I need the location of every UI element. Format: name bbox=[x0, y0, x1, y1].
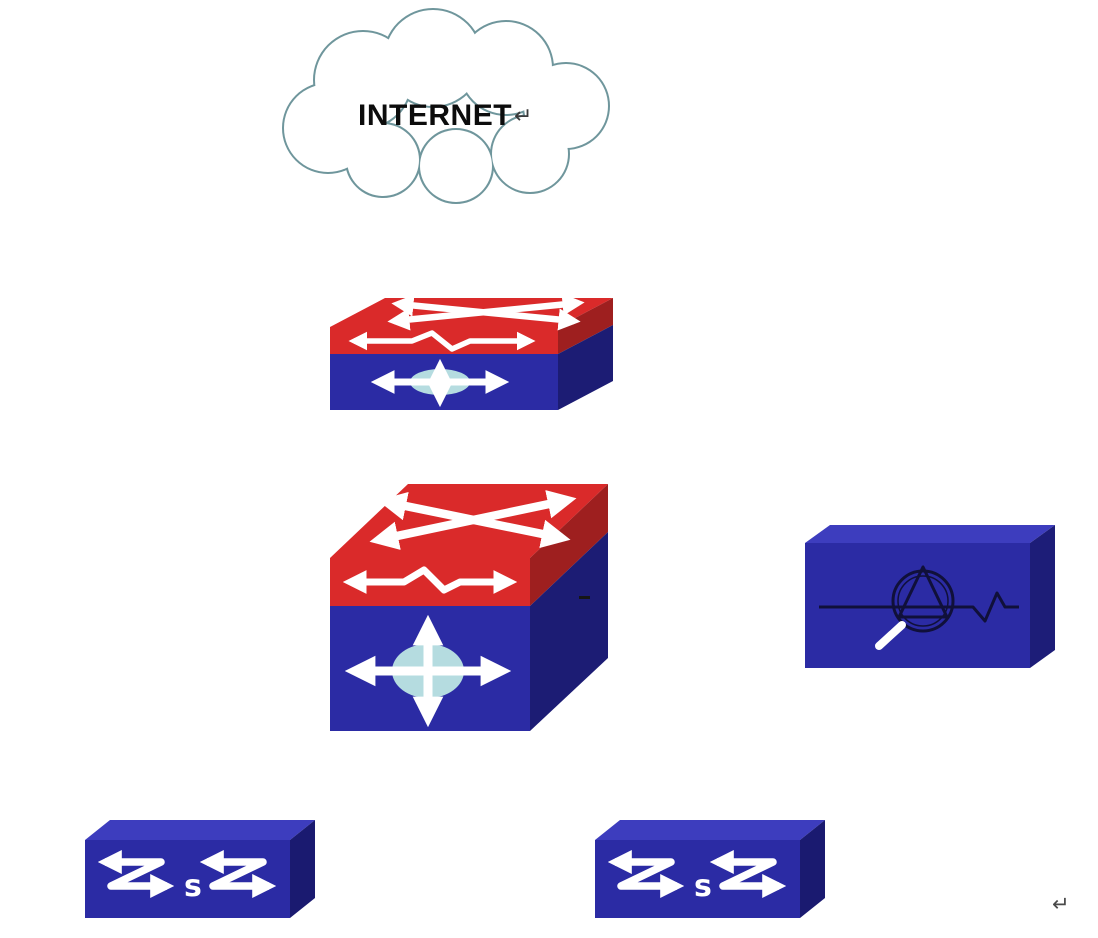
internet-label: INTERNET↵ bbox=[268, 8, 623, 208]
stray-dash-mark bbox=[579, 596, 590, 599]
paragraph-return-icon: ↵ bbox=[514, 103, 533, 128]
multilayer-switch-cube-icon bbox=[330, 484, 608, 731]
workgroup-switch-icon: s bbox=[595, 820, 825, 918]
internet-cloud-node: INTERNET↵ bbox=[268, 8, 623, 208]
workgroup-switch-icon: s bbox=[85, 820, 315, 918]
network-analyzer-icon bbox=[805, 525, 1055, 668]
switch-s-label: s bbox=[184, 869, 202, 904]
core-router-node bbox=[330, 292, 615, 422]
switch-s-label: s bbox=[694, 869, 712, 904]
paragraph-return-icon: ↵ bbox=[1052, 893, 1070, 916]
multilayer-switch-flat-icon bbox=[330, 293, 613, 410]
network-analyzer-node bbox=[805, 525, 1055, 670]
core-switch-node bbox=[330, 478, 610, 733]
access-switch-2-node: s bbox=[595, 820, 825, 920]
internet-label-text: INTERNET bbox=[358, 99, 513, 132]
magnifier-handle bbox=[875, 621, 906, 650]
access-switch-1-node: s bbox=[85, 820, 315, 920]
internet-cloud-icon bbox=[282, 8, 610, 204]
